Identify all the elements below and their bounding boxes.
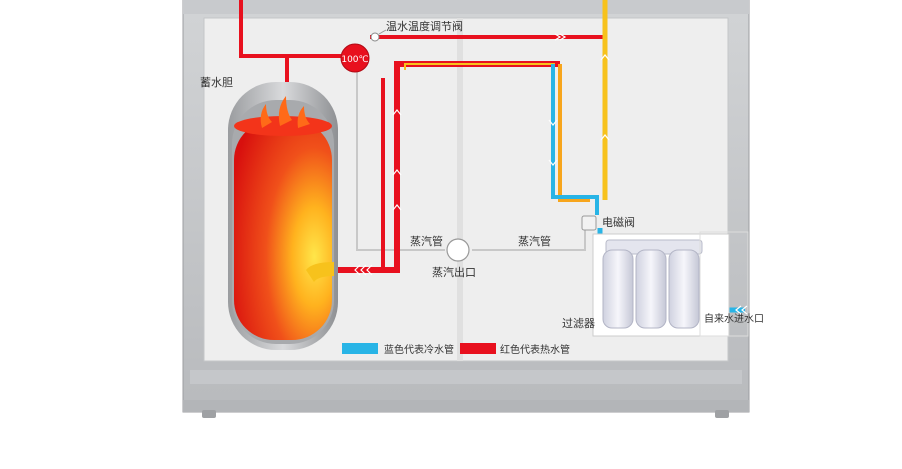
valve-label: 温水温度调节阀 xyxy=(386,19,463,33)
legend-cold-swatch xyxy=(342,343,378,354)
hot-pipe-to-solenoid xyxy=(558,64,590,202)
steam-pipe-right xyxy=(472,230,586,251)
temp-valve-leader xyxy=(378,29,387,35)
foot-left xyxy=(202,410,216,418)
filter-label: 过滤器 xyxy=(562,317,595,330)
temp-indicator xyxy=(340,43,370,73)
cabinet-top-strip xyxy=(183,0,749,14)
tank-flame-body xyxy=(234,120,332,340)
cabinet-bottom-band xyxy=(190,370,742,384)
flow-chevrons xyxy=(354,33,748,315)
filter-cartridges xyxy=(602,249,700,329)
inlet-label: 自来水进水口 xyxy=(704,312,764,325)
cold-pipe-main xyxy=(551,64,599,215)
cabinet-inner-divider xyxy=(457,18,463,361)
legend-hot-swatch xyxy=(460,343,496,354)
steam-pipe xyxy=(356,70,445,251)
foot-right xyxy=(715,410,729,418)
warm-pipe-top xyxy=(404,63,555,70)
tank-outlet-spout xyxy=(306,262,334,282)
temp-label: 100℃ xyxy=(341,55,368,65)
legend-hot-label: 红色代表热水管 xyxy=(500,343,570,356)
steam-outlet-label: 蒸汽出口 xyxy=(432,265,476,279)
solenoid-valve xyxy=(581,215,597,231)
steam-pipe-label-left: 蒸汽管 xyxy=(410,234,443,248)
steam-pipe-label-right: 蒸汽管 xyxy=(518,234,551,248)
tank-label: 蓄水胆 xyxy=(200,76,233,89)
inlet-marker-box xyxy=(699,231,749,337)
flame-tongues xyxy=(260,96,310,128)
solenoid-label: 电磁阀 xyxy=(602,215,635,229)
steam-outlet-valve xyxy=(446,238,470,262)
legend-cold-label: 蓝色代表冷水管 xyxy=(384,343,454,356)
temp-valve-dot xyxy=(370,32,380,42)
cabinet-base xyxy=(183,400,749,412)
hot-pipe-main xyxy=(239,0,355,58)
